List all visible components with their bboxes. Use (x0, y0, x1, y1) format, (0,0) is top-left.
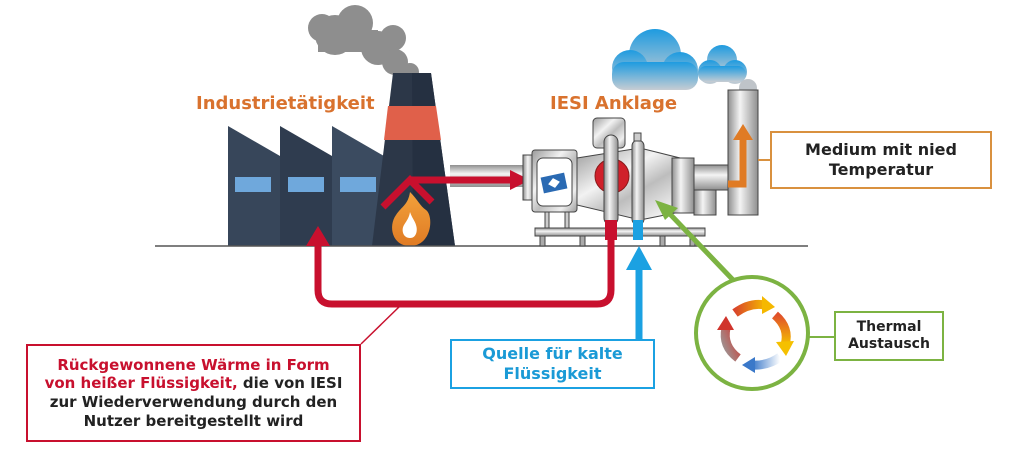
factory-window (340, 177, 376, 192)
heat-line4: Nutzer bereitgestellt wird (83, 411, 304, 430)
chimney (372, 73, 455, 246)
output-arrow (728, 124, 753, 188)
cold-source-callout: Quelle für kalte Flüssigkeit (450, 339, 655, 389)
heat-line2-highlight: von heißer Flüssigkeit, (44, 374, 238, 393)
factory (228, 126, 384, 246)
thermal-callout: Thermal Austausch (834, 311, 944, 361)
medium-line2: Temperatur (828, 160, 934, 179)
medium-callout: Medium mit nied Temperatur (770, 131, 992, 189)
thermal-line2: Austausch (848, 336, 930, 352)
heat-line2-rest: die von IESI (237, 374, 343, 393)
thermal-line1: Thermal (856, 318, 922, 335)
heat-line1: Rückgewonnene Wärme in Form (57, 355, 330, 374)
hot-return-arrow (306, 226, 615, 308)
cold-line2: Flüssigkeit (503, 364, 602, 383)
heat-line3: zur Wiederverwendung durch den (49, 393, 338, 411)
industry-label: Industrietätigkeit (196, 93, 375, 114)
hot-gas-arrow (380, 175, 512, 210)
factory-window (235, 177, 271, 192)
plant-label: IESI Anklage (550, 93, 678, 114)
vapor-cloud (612, 29, 757, 97)
iesi-plant (522, 89, 759, 247)
factory-window (288, 177, 324, 192)
recovered-heat-callout: Rückgewonnene Wärme in Form von heißer F… (26, 344, 361, 442)
exchange-pointer (655, 200, 737, 284)
hot-gas-arrowhead (510, 170, 530, 190)
cold-inflow-arrow (626, 246, 652, 339)
iesi-logo-icon (540, 172, 568, 194)
thermal-cycle-icon (717, 296, 794, 373)
flame-icon (392, 192, 431, 246)
cold-line1: Quelle für kalte (482, 344, 623, 363)
medium-line1: Medium mit nied (805, 140, 957, 159)
waerme-connector (360, 305, 401, 345)
thermal-circle (694, 275, 810, 391)
